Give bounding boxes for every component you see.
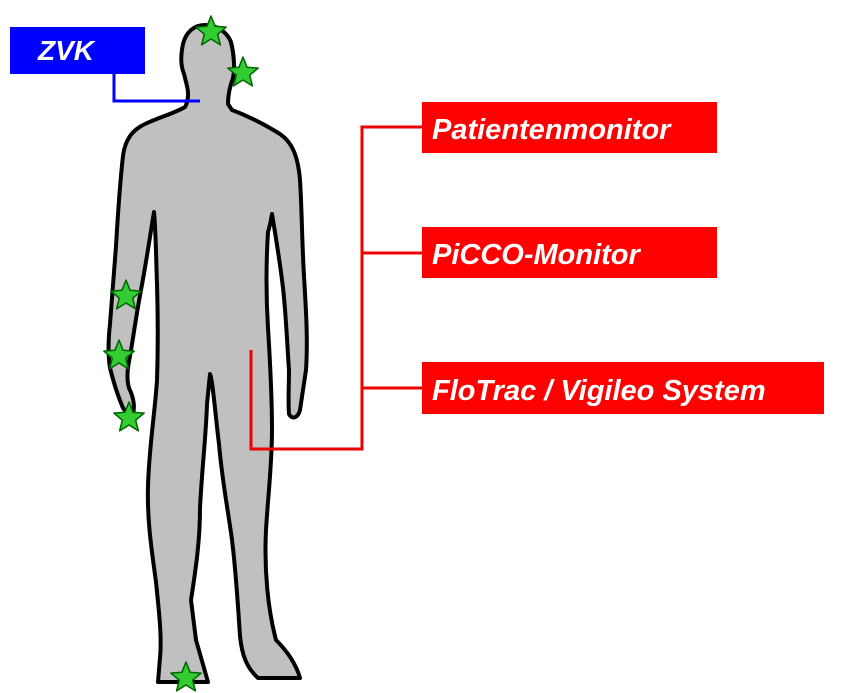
picco-monitor-label: PiCCO-Monitor	[432, 239, 642, 271]
star-icon	[114, 402, 144, 431]
patientenmonitor-label: Patientenmonitor	[432, 114, 672, 146]
zvk-label: ZVK	[37, 35, 96, 66]
flotrac-vigileo-label: FloTrac / Vigileo System	[432, 375, 766, 407]
human-silhouette	[109, 25, 307, 682]
